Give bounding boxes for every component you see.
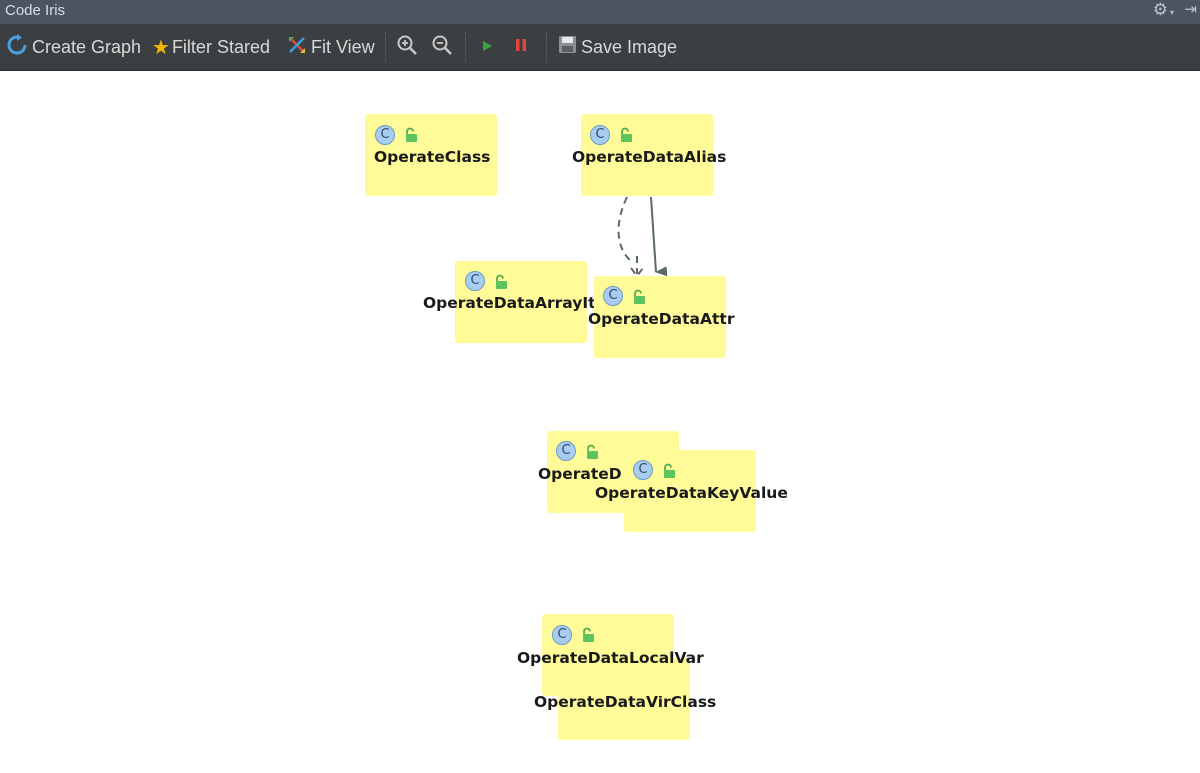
toolbar-separator bbox=[385, 32, 387, 62]
unlocked-icon bbox=[580, 627, 596, 647]
play-icon bbox=[480, 37, 494, 58]
class-node-operate-class[interactable]: C OperateClass bbox=[365, 114, 497, 196]
star-icon: ★ bbox=[152, 36, 170, 59]
fit-view-button[interactable]: Fit View bbox=[287, 24, 375, 70]
class-node-label: OperateDataVirClass bbox=[534, 693, 717, 711]
create-graph-button[interactable]: Create Graph bbox=[6, 24, 141, 70]
hide-panel-icon[interactable]: ⇥ bbox=[1184, 1, 1197, 18]
zoom-in-icon bbox=[396, 34, 418, 61]
class-icon: C bbox=[465, 271, 485, 291]
class-icon: C bbox=[375, 125, 395, 145]
stop-icon bbox=[514, 37, 528, 58]
class-node-label: OperateDataAttr bbox=[588, 310, 735, 328]
save-image-label: Save Image bbox=[581, 36, 678, 57]
chevron-down-icon[interactable]: ▾ bbox=[1169, 8, 1174, 17]
filter-stared-button[interactable]: ★ Filter Stared bbox=[152, 24, 270, 70]
class-node-label: OperateDataArrayItem bbox=[423, 294, 623, 312]
save-image-button[interactable]: Save Image bbox=[558, 24, 677, 70]
toolbar: Create Graph ★ Filter Stared Fit View bbox=[0, 24, 1200, 71]
class-node-operate-data-alias[interactable]: C OperateDataAlias bbox=[572, 114, 726, 196]
dependency-edge-dashed[interactable] bbox=[617, 196, 644, 278]
zoom-in-button[interactable] bbox=[396, 24, 418, 70]
toolbar-separator bbox=[465, 32, 467, 62]
filter-stared-label: Filter Stared bbox=[171, 36, 270, 57]
class-node-operate-data-local-var[interactable]: C OperateDataLocalVar bbox=[517, 614, 704, 696]
class-node-label: OperateDataAlias bbox=[572, 148, 727, 166]
association-edge[interactable] bbox=[650, 196, 668, 277]
create-graph-label: Create Graph bbox=[32, 36, 142, 57]
zoom-out-icon bbox=[431, 34, 453, 61]
stop-button[interactable] bbox=[514, 24, 528, 70]
gear-icon[interactable]: ⚙ bbox=[1152, 0, 1168, 19]
fit-view-label: Fit View bbox=[311, 36, 375, 57]
class-node-operate-data-array-item[interactable]: C OperateDataArrayItem bbox=[423, 261, 622, 343]
class-icon: C bbox=[633, 460, 653, 480]
unlocked-icon bbox=[403, 127, 419, 147]
unlocked-icon bbox=[493, 274, 509, 294]
class-icon: C bbox=[590, 125, 610, 145]
refresh-icon bbox=[6, 33, 28, 61]
class-icon: C bbox=[552, 625, 572, 645]
save-icon bbox=[558, 35, 577, 59]
class-node-operate-data-attr[interactable]: C OperateDataAttr bbox=[588, 276, 734, 358]
window-title: Code Iris bbox=[5, 2, 66, 19]
fit-view-icon bbox=[287, 35, 307, 60]
class-icon: C bbox=[603, 286, 623, 306]
class-node-label: OperateClass bbox=[374, 148, 491, 166]
zoom-out-button[interactable] bbox=[431, 24, 453, 70]
unlocked-icon bbox=[618, 127, 634, 147]
tool-window-titlebar: Code Iris ⚙ ▾ ⇥ bbox=[0, 0, 1200, 24]
class-icon: C bbox=[556, 441, 576, 461]
run-button[interactable] bbox=[480, 24, 494, 70]
class-node-operate-data-key-value[interactable]: C OperateDataKeyValue bbox=[595, 450, 788, 532]
unlocked-icon bbox=[584, 444, 600, 464]
unlocked-icon bbox=[661, 463, 677, 483]
class-node-label: OperateDataKeyValue bbox=[595, 484, 788, 502]
unlocked-icon bbox=[631, 289, 647, 309]
toolbar-separator bbox=[546, 32, 548, 62]
class-node-label: OperateD bbox=[538, 465, 622, 483]
class-node-label: OperateDataLocalVar bbox=[517, 649, 704, 667]
